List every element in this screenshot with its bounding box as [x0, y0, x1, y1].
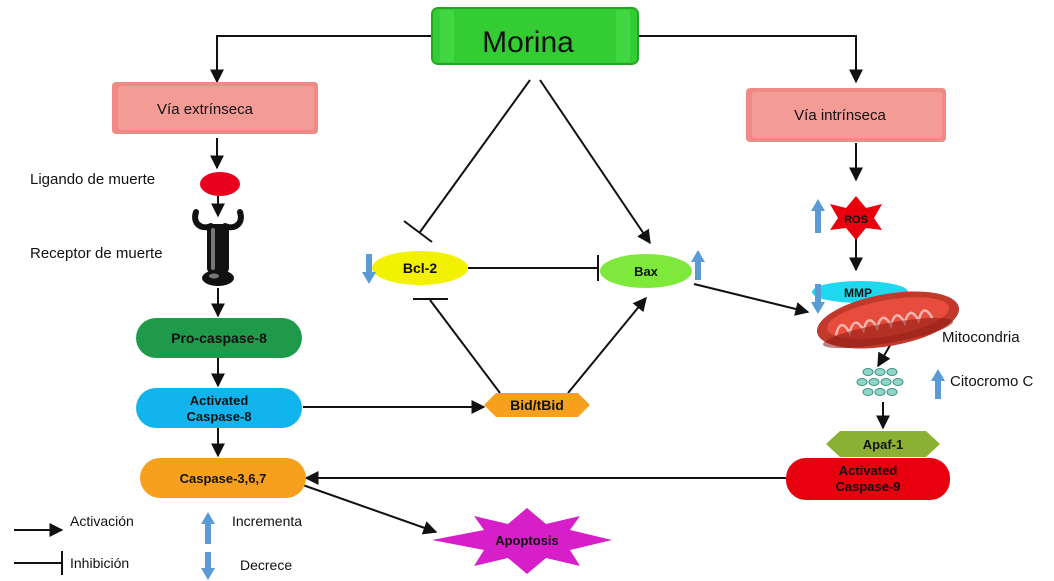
legend-increase-arrow [201, 512, 215, 544]
apoptosis-label: Apoptosis [495, 533, 559, 548]
activated-caspase8-line2: Caspase-8 [186, 409, 251, 424]
morina-to-intrinsic-arrow [638, 35, 863, 84]
bax-node: Bax [600, 254, 692, 288]
ligand-label: Ligando de muerte [30, 171, 155, 188]
procaspase8-label: Pro-caspase-8 [171, 330, 267, 346]
bid-node: Bid/tBid [484, 393, 590, 417]
legend: Activación Inhibición Incrementa Decrece [14, 512, 302, 580]
bid-to-bax-arrow [567, 296, 647, 394]
bcl2-decrease-arrow [362, 254, 376, 284]
intrinsic-pathway-label: Vía intrínseca [794, 107, 886, 124]
caspase367-label: Caspase-3,6,7 [180, 471, 267, 486]
morina-to-bax-arrow [539, 79, 651, 245]
legend-decrease-label: Decrece [240, 557, 292, 573]
apaf1-node: Apaf-1 [826, 431, 940, 457]
caspase367-node: Caspase-3,6,7 [140, 458, 306, 498]
morina-inhibits-bcl2 [419, 79, 531, 233]
bid-inhibits-bcl2 [429, 299, 501, 394]
bax-increase-arrow [691, 250, 705, 280]
activated-caspase9-node: Activated Caspase-9 [786, 458, 950, 500]
bcl2-label: Bcl-2 [403, 260, 437, 276]
procaspase8-node: Pro-caspase-8 [136, 318, 302, 358]
ros-node: ROS [830, 196, 882, 240]
extrinsic-pathway-box: Vía extrínseca [112, 82, 318, 134]
bax-to-mitochondria-arrow [693, 283, 810, 316]
bid-label: Bid/tBid [510, 397, 564, 413]
connectors [210, 35, 893, 535]
apaf1-label: Apaf-1 [863, 437, 903, 452]
activated-caspase8-node: Activated Caspase-8 [136, 388, 302, 428]
legend-inhibition-label: Inhibición [70, 555, 129, 571]
intrinsic-pathway-box: Vía intrínseca [746, 88, 946, 142]
legend-activation-label: Activación [70, 513, 134, 529]
cytochrome-increase-arrow [931, 369, 945, 399]
activated-caspase9-line2: Caspase-9 [835, 479, 900, 494]
morina-inhibits-bcl2-bar [403, 220, 433, 243]
extrinsic-pathway-label: Vía extrínseca [157, 101, 254, 118]
mitochondria-icon [816, 291, 960, 349]
activated-caspase8-line1: Activated [190, 393, 249, 408]
legend-decrease-arrow [201, 552, 215, 580]
receptor-label: Receptor de muerte [30, 245, 163, 262]
mmp-decrease-arrow [811, 284, 825, 314]
bcl2-node: Bcl-2 [372, 251, 468, 285]
mitochondria-label: Mitocondria [942, 329, 1020, 346]
morina-title: Morina [482, 26, 574, 59]
caspase367-to-apoptosis-arrow [299, 483, 438, 535]
death-ligand-dot [200, 172, 240, 196]
activated-caspase9-line1: Activated [839, 463, 898, 478]
mmp-label: MMP [844, 286, 872, 300]
cytochrome-c-particles [856, 368, 904, 396]
apoptosis-node: Apoptosis [432, 508, 612, 574]
morina-node: Morina [431, 7, 639, 65]
death-receptor-icon [192, 209, 244, 286]
ros-increase-arrow [811, 199, 825, 233]
legend-increase-label: Incrementa [232, 513, 302, 529]
ros-label: ROS [844, 214, 868, 226]
cytochrome-label: Citocromo C [950, 373, 1034, 390]
bax-label: Bax [634, 264, 659, 279]
morina-to-extrinsic-arrow [210, 35, 435, 84]
